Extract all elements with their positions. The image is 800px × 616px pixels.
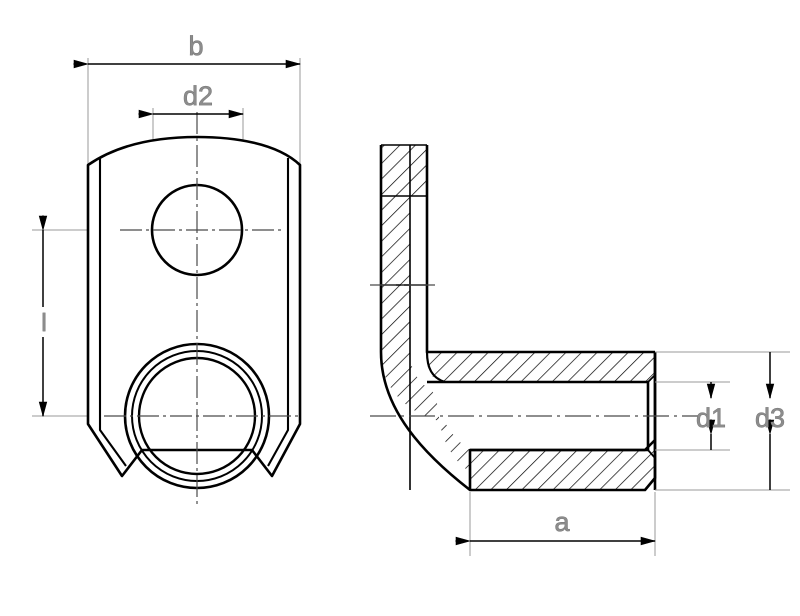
end-chamfers: [647, 374, 656, 459]
dimension-b: b: [88, 31, 300, 64]
dimension-b-label: b: [188, 31, 203, 61]
palm-outer-outline: [86, 135, 302, 478]
dimension-d1: d1: [696, 382, 726, 450]
dimension-l-label: l: [41, 309, 47, 337]
front-view-centrelines: [104, 112, 300, 504]
side-view-extension-lines: [469, 351, 790, 556]
dimension-d1-label: d1: [696, 403, 726, 433]
dimension-d3-label: d3: [755, 403, 785, 433]
dimension-d3: d3: [755, 352, 785, 490]
hatch-barrel-bottom-wall: [439, 420, 655, 490]
dimension-l: l: [41, 230, 47, 416]
dimension-d2-label: d2: [183, 81, 213, 111]
hatch-vertical-arm-tip: [410, 145, 427, 196]
dimension-d2: d2: [153, 81, 243, 114]
dimension-a: a: [470, 507, 655, 541]
hatch-barrel-top-wall: [427, 352, 655, 382]
section-elbow-inner-radius: [425, 351, 446, 384]
dimension-a-label: a: [554, 507, 570, 537]
chamfer-top: [647, 374, 656, 383]
front-view-group: b d2 l: [32, 31, 302, 504]
side-view-centrelines: [370, 284, 700, 417]
section-inner-profile-top: [425, 145, 655, 354]
palm-inner-edges: [98, 158, 290, 467]
section-outlines: [379, 145, 657, 492]
side-section-view-group: a d1 d3: [370, 144, 790, 556]
chamfer-bottom: [647, 449, 656, 459]
